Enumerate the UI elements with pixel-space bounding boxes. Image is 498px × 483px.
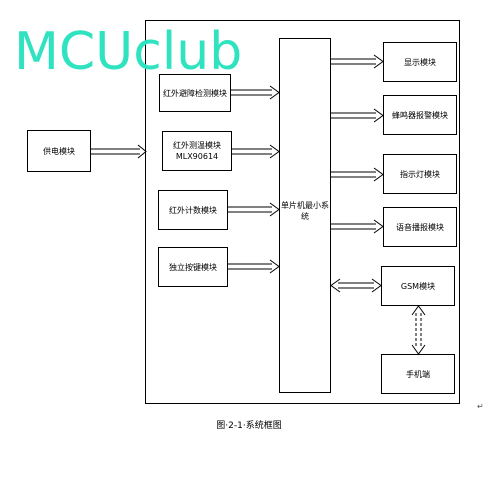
right-module-indicator: 指示灯模块 (383, 154, 457, 194)
right-module-label: 蜂鸣器报警模块 (392, 110, 448, 120)
mcu-box (279, 38, 331, 393)
right-arrow (331, 108, 384, 123)
right-module-voice: 语音播报模块 (383, 207, 457, 247)
power-arrow (91, 144, 147, 159)
left-module-label: 红外计数模块 (169, 205, 217, 215)
left-arrow (228, 259, 280, 274)
right-module-buzzer: 蜂鸣器报警模块 (383, 95, 457, 135)
left-module-label: 红外避障检测模块 (163, 88, 227, 98)
system-boundary (145, 20, 460, 404)
power-module-box: 供电模块 (27, 130, 91, 172)
right-module-label: 指示灯模块 (400, 169, 440, 179)
left-module-label: 独立按键模块 (169, 262, 217, 272)
phone-box: 手机端 (381, 354, 455, 394)
left-module-ir-obstacle: 红外避障检测模块 (159, 74, 231, 112)
left-arrow (231, 85, 280, 100)
watermark-logo: MCUclub (14, 22, 243, 82)
left-module-ir-temperature: 红外测温模块MLX90614 (162, 131, 232, 171)
left-arrow (232, 144, 280, 159)
left-module-ir-counter: 红外计数模块 (158, 190, 228, 230)
right-arrow (331, 219, 384, 234)
right-module-label: 显示模块 (404, 57, 436, 67)
figure-caption: 图·2-1·系统框图 (216, 421, 282, 431)
wireless-link-arrowheads (411, 305, 426, 355)
right-module-display: 显示模块 (383, 42, 457, 82)
right-arrow (331, 167, 384, 182)
phone-label: 手机端 (406, 369, 430, 379)
wireless-link-arrow (415, 313, 422, 347)
gsm-bidirectional-arrow (330, 278, 382, 293)
left-module-key: 独立按键模块 (158, 247, 228, 287)
mcu-label: 单片机最小系统 (281, 201, 329, 221)
left-module-label: 红外测温模块MLX90614 (173, 141, 221, 161)
paragraph-mark-icon: ↵ (477, 402, 484, 411)
right-module-gsm: GSM模块 (381, 266, 455, 306)
right-arrow (331, 54, 384, 69)
right-module-label: 语音播报模块 (396, 222, 444, 232)
right-module-label: GSM模块 (400, 281, 436, 291)
left-arrow (228, 202, 280, 217)
power-module-label: 供电模块 (43, 146, 75, 156)
